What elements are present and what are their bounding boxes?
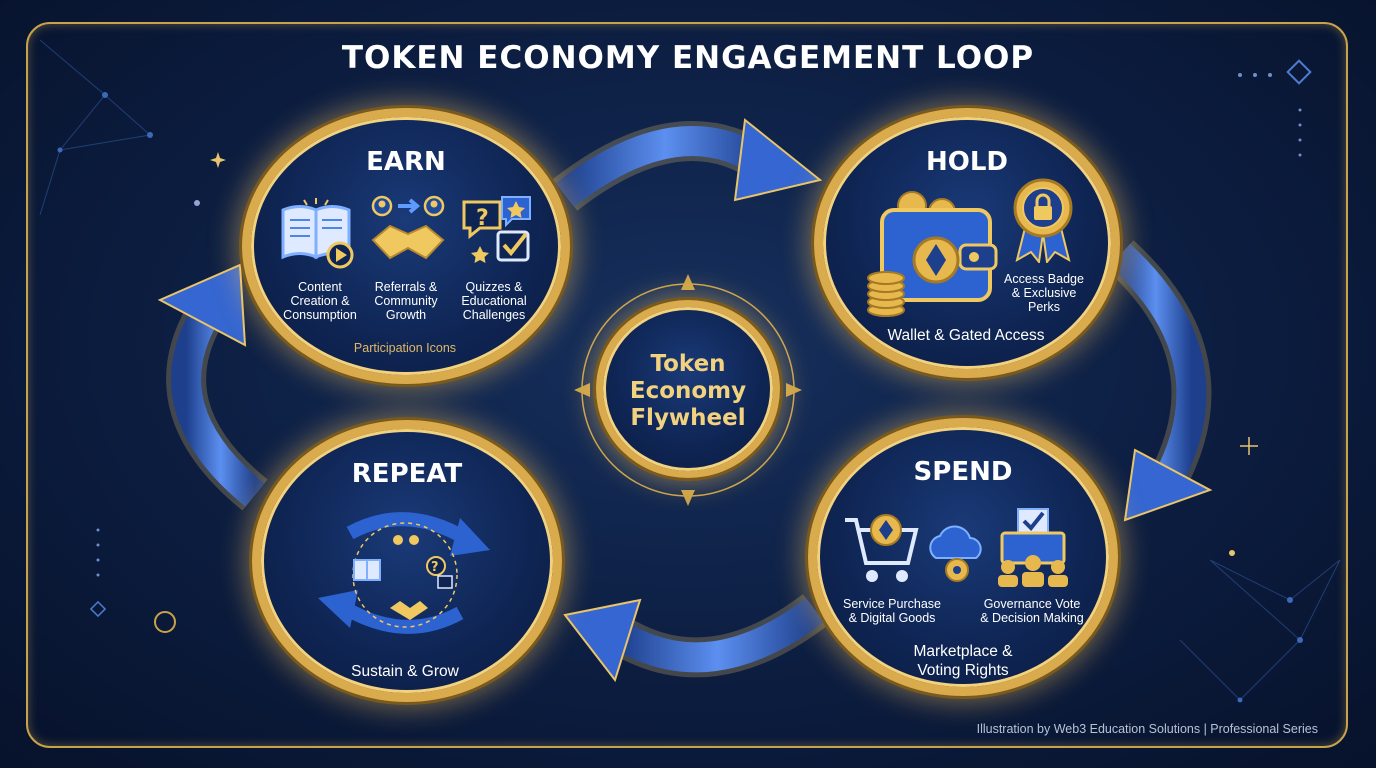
diagram-title: TOKEN ECONOMY ENGAGEMENT LOOP <box>341 40 1035 76</box>
earn-caption: Participation Icons <box>353 341 457 355</box>
center-line2: Economy <box>629 378 747 404</box>
earn-item-content: Content Creation & Consumption <box>272 280 368 322</box>
repeat-caption: Sustain & Grow <box>351 663 459 680</box>
repeat-cycle-icon: ? <box>318 512 490 634</box>
outer-frame <box>26 22 1348 748</box>
lock-badge-icon <box>1013 178 1073 263</box>
earn-item-referrals-line2: Community <box>374 294 438 308</box>
spend-right-caption: Governance Vote & Decision Making <box>972 597 1092 625</box>
svg-text:?: ? <box>476 206 489 231</box>
svg-text:?: ? <box>431 560 439 575</box>
spend-label: SPEND <box>913 457 1013 487</box>
center-line1: Token <box>650 351 726 377</box>
earn-item-referrals: Referrals & Community Growth <box>358 280 454 322</box>
arrow-earn-to-hold <box>552 118 823 211</box>
earn-item-quizzes: Quizzes & Educational Challenges <box>446 280 542 322</box>
handshake-referral-icon <box>371 195 445 260</box>
earn-item-quizzes-line2: Educational <box>461 294 527 308</box>
arrow-spend-to-repeat <box>563 593 828 683</box>
spend-left-line1: Service Purchase <box>843 597 941 611</box>
spend-caption-line2: Voting Rights <box>917 662 1009 679</box>
earn-item-content-line3: Consumption <box>283 308 357 322</box>
footer-credit: Illustration by Web3 Education Solutions… <box>976 722 1318 736</box>
earn-item-quizzes-line1: Quizzes & <box>465 280 523 294</box>
cloud-gear-icon <box>929 525 982 582</box>
hold-caption: Wallet & Gated Access <box>887 327 1045 344</box>
spend-caption-line1: Marketplace & <box>913 643 1013 660</box>
hold-badge-line1: Access Badge <box>1004 272 1084 286</box>
arrow-hold-to-spend <box>1106 240 1213 522</box>
spend-left-line2: & Digital Goods <box>848 611 936 625</box>
center-hub: Token Economy Flywheel <box>596 300 780 478</box>
hold-badge-line3: Perks <box>1028 300 1060 314</box>
ballot-box-icon <box>998 508 1068 587</box>
shopping-cart-icon <box>845 514 919 582</box>
arrow-repeat-to-earn <box>157 263 268 511</box>
hold-label: HOLD <box>925 147 1008 177</box>
earn-item-content-line2: Creation & <box>290 294 350 308</box>
wallet-icon <box>867 191 998 317</box>
hold-badge-line2: & Exclusive <box>1011 286 1077 300</box>
quiz-icon: ? <box>462 196 531 263</box>
earn-label: EARN <box>366 147 446 177</box>
spend-right-line2: & Decision Making <box>980 611 1084 625</box>
repeat-label: REPEAT <box>351 459 463 489</box>
hold-badge-caption: Access Badge & Exclusive Perks <box>992 272 1096 314</box>
earn-item-content-line1: Content <box>298 280 342 294</box>
spend-caption: Marketplace & Voting Rights <box>850 642 1076 680</box>
book-play-icon <box>281 198 354 269</box>
spend-right-line1: Governance Vote <box>983 597 1081 611</box>
earn-item-referrals-line3: Growth <box>385 308 427 322</box>
center-line3: Flywheel <box>630 405 746 431</box>
repeat-circle: REPEAT <box>252 420 562 702</box>
earn-item-referrals-line1: Referrals & <box>374 280 438 294</box>
spend-left-caption: Service Purchase & Digital Goods <box>832 597 952 625</box>
earn-item-quizzes-line3: Challenges <box>462 308 526 322</box>
